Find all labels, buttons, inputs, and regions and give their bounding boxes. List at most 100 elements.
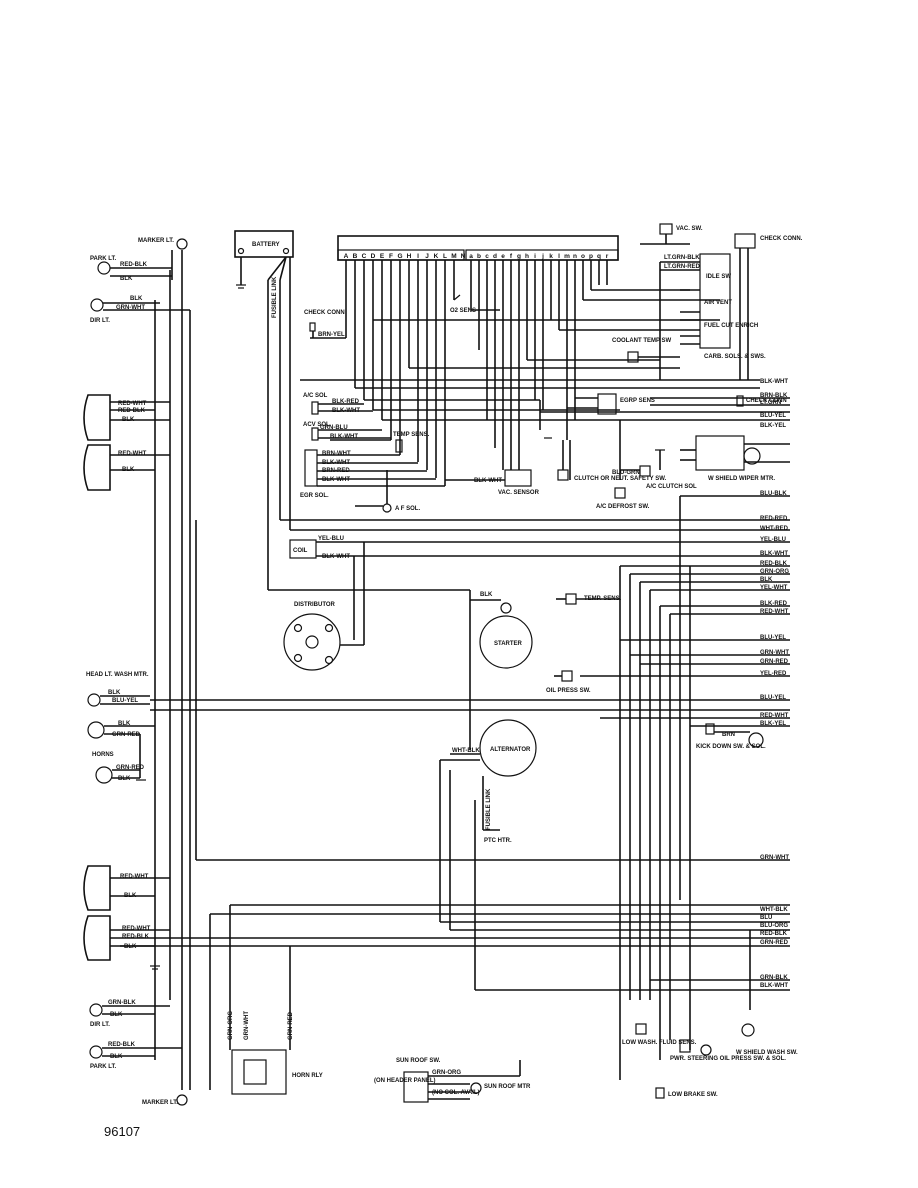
right-wire-label: GRN-BLK	[760, 975, 788, 981]
svg-text:GRN-BLU: GRN-BLU	[320, 425, 348, 431]
svg-text:BLK: BLK	[130, 296, 143, 302]
coolant-temp-sw: COOLANT TEMP SW	[612, 338, 680, 363]
right-wire-label: BLK-RED	[760, 601, 788, 607]
svg-text:BLK-WHT: BLK-WHT	[474, 478, 502, 484]
svg-text:GRN-RED: GRN-RED	[116, 765, 145, 771]
pin-lower-f: f	[510, 253, 513, 260]
svg-text:RED-WHT: RED-WHT	[122, 926, 151, 932]
pin-upper-K: K	[434, 253, 439, 260]
sol-cluster: A/C SOL BLK-RED BLK-WHT ACV SOL GRN-BLU …	[300, 393, 445, 499]
marker-lt-top-label: MARKER LT.	[138, 238, 174, 244]
pin-lower-p: p	[589, 253, 593, 260]
pin-lower-j: j	[541, 253, 544, 260]
right-wire-label: BLU-YEL	[760, 413, 786, 419]
pin-upper-J: J	[425, 253, 429, 260]
egrp-sens: EGRP SENS	[567, 393, 655, 415]
right-wire-label: BLK	[760, 577, 773, 583]
svg-text:BLK: BLK	[124, 944, 137, 950]
pin-upper-B: B	[353, 253, 358, 260]
horns: HORNS BLK GRN-RED GRN-RED BLK	[87, 721, 155, 784]
w-shield-wash-sw: W SHIELD WASH SW.	[736, 1023, 798, 1056]
temp-sens-upper-label: TEMP SENS.	[393, 432, 430, 438]
dir-lt-top: DIR LT. BLK GRN-WHT	[90, 296, 190, 324]
check-conn-mid-label: CHECK CONN	[746, 398, 787, 404]
figure-number: 96107	[104, 1124, 141, 1139]
head-lt-wash-label: HEAD LT. WASH MTR.	[86, 672, 149, 678]
connector-wires	[345, 260, 608, 486]
oil-press-label: OIL PRESS SW.	[546, 688, 591, 694]
svg-text:GRN-RED: GRN-RED	[288, 1011, 294, 1040]
distributor-label: DISTRIBUTOR	[294, 602, 336, 608]
battery-label: BATTERY	[252, 242, 280, 248]
kick-down: BRN KICK DOWN SW. & SOL.	[696, 723, 766, 750]
svg-text:RED-BLK: RED-BLK	[108, 1042, 136, 1048]
pin-upper-I: I	[417, 253, 419, 260]
park-lt-top: PARK LT. RED-BLK BLK	[90, 256, 172, 282]
low-brake-label: LOW BRAKE SW.	[668, 1092, 718, 1098]
check-conn-right-label: CHECK CONN.	[760, 236, 803, 242]
svg-text:RED-WHT: RED-WHT	[120, 874, 149, 880]
ground-symbols	[136, 437, 552, 970]
pin-lower-e: e	[501, 253, 505, 260]
coil: COIL YEL-BLU BLK-WHT	[289, 536, 790, 560]
svg-text:BRN-YEL: BRN-YEL	[318, 332, 345, 338]
pin-upper-A: A	[344, 253, 349, 260]
right-wire-label: RED-RED	[760, 516, 788, 522]
svg-text:BLK: BLK	[120, 276, 133, 282]
o2-sens-label: O2 SENS	[450, 308, 476, 314]
af-sol-label: A F SOL.	[395, 506, 420, 512]
ac-clutch: BLU-GRN A/C CLUTCH SOL	[612, 449, 697, 490]
wiper-motor-label: W SHIELD WIPER MTR.	[708, 476, 775, 482]
pin-upper-C: C	[362, 253, 367, 260]
right-wire-label: WHT-RED	[760, 526, 789, 532]
clutch-neut-label: CLUTCH OR NEUT. SAFETY SW.	[574, 476, 667, 482]
ptc-htr-label: PTC HTR.	[484, 838, 512, 844]
pin-lower-o: o	[581, 253, 585, 260]
dir-lt-top-label: DIR LT.	[90, 318, 110, 324]
svg-text:BLK: BLK	[118, 721, 131, 727]
vac-sw-label: VAC. SW.	[676, 226, 703, 232]
svg-text:GRN-ORG: GRN-ORG	[228, 1011, 234, 1040]
svg-text:BLK-RED: BLK-RED	[332, 399, 360, 405]
sun-roof-sw-label: SUN ROOF SW.	[396, 1058, 441, 1064]
right-wire-label: GRN-WHT	[760, 855, 789, 861]
coil-label: COIL	[293, 548, 308, 554]
ac-clutch-label: A/C CLUTCH SOL	[646, 484, 697, 490]
right-edge-labels: BLK-WHTBRN-BLKLT.GRNBLU-YELBLK-YELBLU-BL…	[760, 379, 789, 989]
kick-down-label: KICK DOWN SW. & SOL.	[696, 744, 766, 750]
carb-switch-stack: IDLE SW AIR VENT FUEL CUT ENRICH CARB. S…	[659, 253, 766, 380]
svg-text:BLK: BLK	[118, 776, 131, 782]
right-wire-label: RED-WHT	[760, 713, 789, 719]
pin-lower-i: i	[534, 253, 536, 260]
idle-sw-label: IDLE SW	[706, 274, 731, 280]
headlights-upper: RED-WHT RED-BLK BLK RED-WHT BLK	[83, 394, 170, 491]
pin-lower-k: k	[549, 253, 553, 260]
pin-lower-q: q	[597, 253, 601, 260]
svg-text:BLK: BLK	[122, 417, 135, 423]
ac-defrost-label: A/C DEFROST SW.	[596, 504, 650, 510]
right-wire-label: BLU-BLK	[760, 491, 787, 497]
right-wire-label: GRN-RED	[760, 940, 789, 946]
fusible-link-label: FUSIBLE LINK	[272, 276, 278, 318]
pin-upper-L: L	[443, 253, 447, 260]
svg-text:BRN-WHT: BRN-WHT	[322, 451, 351, 457]
clutch-neut-sw: CLUTCH OR NEUT. SAFETY SW.	[557, 440, 667, 482]
check-conn-right: CHECK CONN.	[734, 233, 803, 380]
right-wire-label: BLK-WHT	[760, 379, 788, 385]
right-wire-label: RED-WHT	[760, 609, 789, 615]
pin-lower-m: m	[564, 253, 570, 260]
pin-upper-D: D	[371, 253, 376, 260]
alternator: ALTERNATOR WHT-BLK FUSIBLE LINK PTC HTR.	[440, 719, 537, 844]
vac-sensor: VAC. SENSOR BLK-WHT	[445, 469, 540, 496]
right-wire-label: BRN-BLK	[760, 393, 788, 399]
park-lt-top-label: PARK LT.	[90, 256, 116, 262]
temp-sens-lower-label: TEMP. SENS.	[584, 596, 622, 602]
svg-text:BLK: BLK	[110, 1054, 123, 1060]
head-lt-wash: HEAD LT. WASH MTR. BLK BLU-YEL	[86, 672, 150, 707]
fuel-cut-label: FUEL CUT ENRICH	[704, 323, 758, 329]
right-wire-label: BLK-YEL	[760, 721, 786, 727]
pin-upper-N: N	[461, 253, 466, 260]
starter: STARTER BLK	[470, 592, 533, 669]
park-lt-bottom: PARK LT. RED-BLK BLK	[89, 1042, 182, 1070]
